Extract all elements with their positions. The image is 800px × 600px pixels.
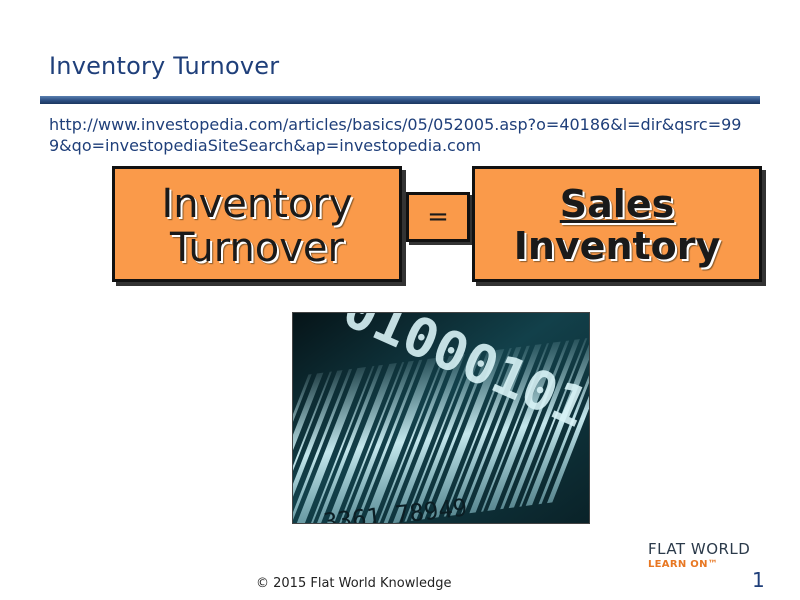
equals-sign: = xyxy=(427,202,449,232)
formula-left-line1: Inventory xyxy=(161,181,353,227)
source-link[interactable]: http://www.investopedia.com/articles/bas… xyxy=(49,115,742,155)
formula-numerator: Sales xyxy=(559,182,675,226)
formula-left-box: Inventory Turnover xyxy=(112,166,402,282)
barcode-graphic: 01000101 3361 78949 xyxy=(293,313,589,523)
copyright-footer: © 2015 Flat World Knowledge xyxy=(256,576,452,591)
formula-left-line2: Turnover xyxy=(169,225,344,271)
flat-world-logo: FLAT WORLD LEARN ON™ xyxy=(648,540,778,576)
barcode-image: 01000101 3361 78949 xyxy=(292,312,590,524)
slide-title: Inventory Turnover xyxy=(49,52,280,80)
formula-right-box: Sales Inventory xyxy=(472,166,762,282)
page-number: 1 xyxy=(752,568,765,592)
formula-denominator: Inventory xyxy=(513,224,721,268)
title-divider xyxy=(40,96,760,104)
logo-line1: FLAT WORLD xyxy=(648,540,751,558)
logo-line2: LEARN ON™ xyxy=(648,559,719,570)
formula-equals-box: = xyxy=(406,192,470,242)
